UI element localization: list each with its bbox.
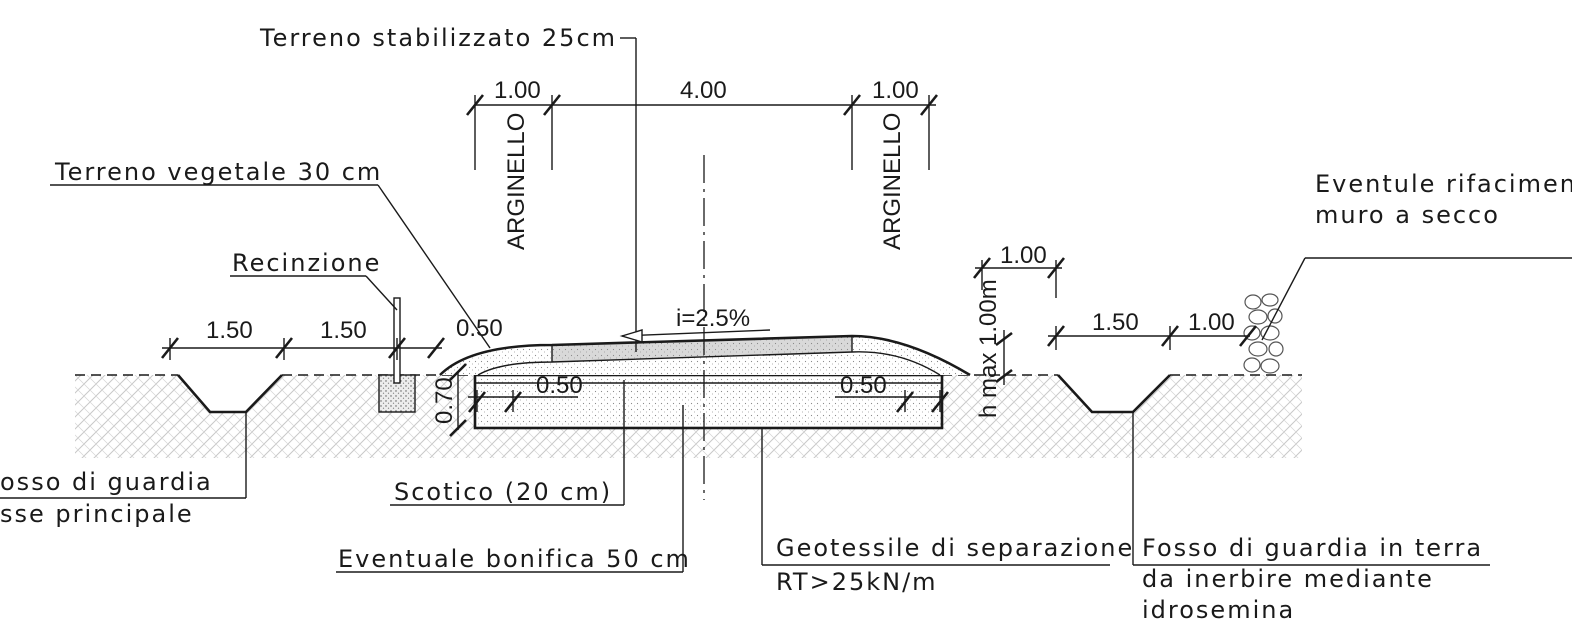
label-recinzione: Recinzione	[232, 249, 381, 277]
right-upper-dimension	[972, 257, 1066, 298]
hmax-dimension	[995, 330, 1013, 385]
arginello-right-label: ARGINELLO	[879, 113, 906, 250]
arginello-left-label: ARGINELLO	[503, 113, 530, 250]
label-fosso-principale-2: sse principale	[0, 500, 194, 528]
dim-right-150: 1.50	[1092, 309, 1139, 336]
label-bonifica: Eventuale bonifica 50 cm	[338, 545, 691, 573]
label-fosso-terra-3: idrosemina	[1142, 596, 1295, 624]
dim-left-050: 0.50	[456, 315, 503, 342]
dim-inner-050-right: 0.50	[840, 372, 887, 399]
slope-arrow	[619, 329, 771, 343]
label-fosso-terra-2: da inerbire mediante	[1142, 565, 1434, 593]
embankment	[439, 334, 971, 377]
label-rifacimento-2: muro a secco	[1315, 201, 1500, 229]
label-fosso-principale-1: osso di guardia	[0, 468, 213, 496]
dim-top-right: 1.00	[872, 77, 919, 104]
dim-left-150-b: 1.50	[320, 317, 367, 344]
label-fosso-terra-1: Fosso di guardia in terra	[1142, 534, 1483, 562]
left-ditch	[177, 374, 283, 414]
right-dimension-line	[1046, 325, 1258, 350]
dim-right-100: 1.00	[1188, 309, 1235, 336]
label-scotico: Scotico (20 cm)	[394, 478, 612, 506]
label-geotessile-1: Geotessile di separazione	[776, 534, 1134, 562]
label-terreno-vegetale: Terreno vegetale 30 cm	[54, 158, 382, 186]
left-dimension-line	[160, 337, 446, 360]
label-geotessile-2: RT>25kN/m	[776, 568, 938, 596]
label-rifacimento-1: Eventule rifacimento	[1315, 170, 1572, 198]
dim-inner-050-left: 0.50	[536, 372, 583, 399]
inner-dimension-lines	[449, 363, 950, 437]
dim-right-small: 1.00	[1000, 242, 1047, 269]
right-ditch	[1057, 374, 1171, 414]
dim-hmax: h max 1.00m	[975, 279, 1002, 418]
dim-top-center: 4.00	[680, 77, 727, 104]
dim-top-left: 1.00	[494, 77, 541, 104]
dim-left-150-a: 1.50	[206, 317, 253, 344]
dim-depth-070: 0.70	[431, 377, 458, 424]
top-dimension-line	[465, 94, 939, 170]
slope-label: i=2.5%	[676, 305, 750, 332]
label-terreno-stabilizzato: Terreno stabilizzato 25cm	[259, 24, 617, 52]
